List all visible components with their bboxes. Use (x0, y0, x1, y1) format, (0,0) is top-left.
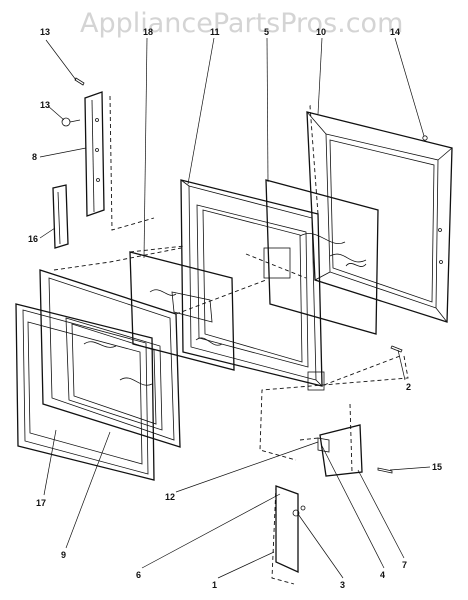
watermark: AppliancePartsPros.com (80, 8, 403, 39)
callout-2: 2 (406, 382, 411, 392)
callout-13: 13 (40, 27, 50, 37)
callout-8: 8 (32, 152, 37, 162)
hinge-block (52, 184, 69, 249)
screw-icon (61, 117, 81, 127)
inner-door-frame (171, 179, 325, 391)
callout-18: 18 (143, 27, 153, 37)
callout-11: 11 (210, 27, 220, 37)
callout-10: 10 (316, 27, 326, 37)
screw-icon (390, 345, 403, 353)
leader-lines (39, 37, 431, 579)
callout-12: 12 (165, 492, 175, 502)
screw-icon (74, 77, 85, 86)
glass-panel (129, 251, 235, 371)
front-trim-frame (15, 303, 155, 481)
callout-4: 4 (380, 570, 385, 580)
callout-17: 17 (36, 498, 46, 508)
screw-icon (377, 467, 393, 474)
outer-door-panel (306, 111, 453, 323)
callout-5: 5 (264, 27, 269, 37)
wavy-break-symbol (345, 263, 367, 267)
screw-icon (422, 135, 428, 141)
callout-14: 14 (390, 27, 400, 37)
callout-13: 13 (40, 100, 50, 110)
callout-7: 7 (402, 560, 407, 570)
latch-assembly (275, 424, 363, 574)
insulation-panel (263, 179, 379, 335)
hinge-bracket (84, 91, 105, 217)
callout-6: 6 (136, 570, 141, 580)
callout-15: 15 (432, 462, 442, 472)
assembly-guide-lines (53, 95, 409, 585)
callout-9: 9 (61, 550, 66, 560)
callout-3: 3 (340, 580, 345, 590)
callout-16: 16 (28, 234, 38, 244)
callout-1: 1 (212, 580, 217, 590)
middle-door-frame (39, 269, 181, 448)
